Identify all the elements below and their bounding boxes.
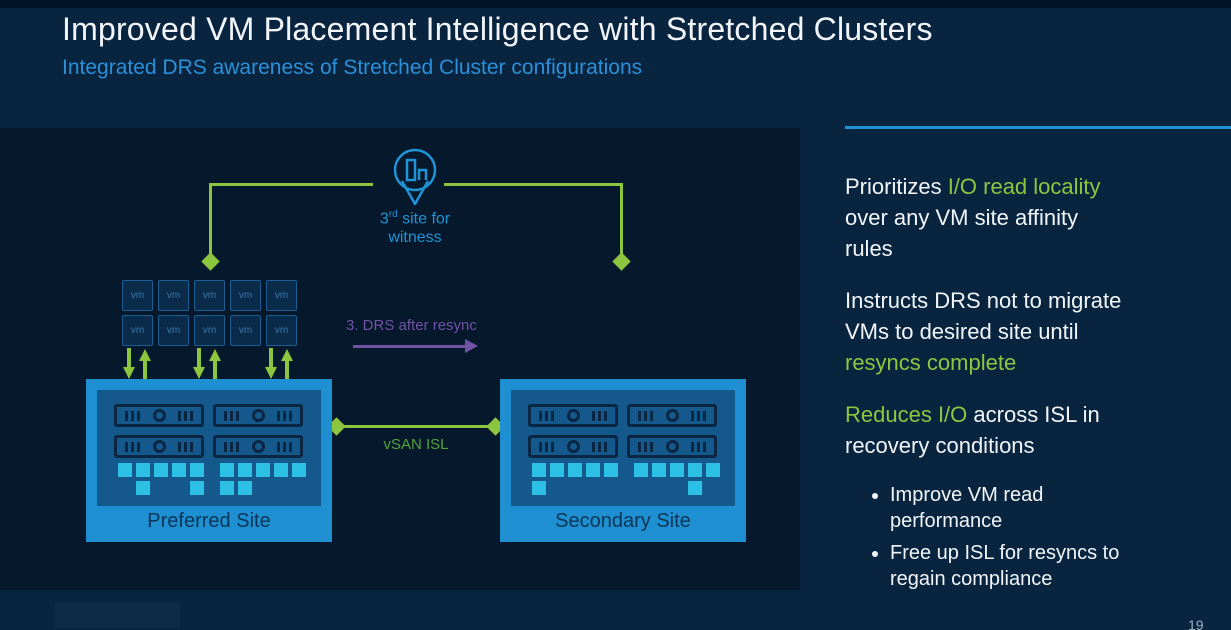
server-rack-icon xyxy=(213,435,303,458)
vm-box: vm xyxy=(122,315,153,346)
witness-connector-left-horizontal xyxy=(209,183,373,186)
disk-icon xyxy=(136,481,150,495)
witness-connector-left-diamond xyxy=(201,252,220,271)
disk-icon xyxy=(154,463,168,477)
witness-label: 3rd site for witness xyxy=(379,209,451,247)
notes-bullet: Improve VM read performance xyxy=(890,482,1175,534)
rack-group xyxy=(528,404,717,458)
disk-icon xyxy=(190,463,204,477)
sync-arrows-icon xyxy=(123,348,151,380)
server-rack-icon xyxy=(213,404,303,427)
disk-icon xyxy=(220,481,234,495)
site-label-secondary: Secondary Site xyxy=(555,510,691,532)
section-rule xyxy=(845,126,1231,129)
disk-icon xyxy=(238,463,252,477)
footer-watermark xyxy=(55,602,180,628)
vm-box-label: vm xyxy=(130,325,145,336)
vm-box: vm xyxy=(194,315,225,346)
disk-icon xyxy=(652,463,666,477)
witness-connector-right-diamond xyxy=(612,252,631,271)
disk-group xyxy=(634,463,720,497)
sync-arrows-icon xyxy=(265,348,293,380)
vm-box: vm xyxy=(230,280,261,311)
disk-icon xyxy=(604,463,618,477)
rack-group xyxy=(114,404,303,458)
witness-connector-left-vertical xyxy=(209,183,212,257)
disk-icon xyxy=(568,463,582,477)
disk-group xyxy=(220,463,306,497)
disk-icon xyxy=(586,463,600,477)
vm-box: vm xyxy=(194,280,225,311)
vm-box: vm xyxy=(122,280,153,311)
disk-group xyxy=(532,463,618,497)
disk-icon xyxy=(118,463,132,477)
server-rack-icon xyxy=(528,435,618,458)
vm-box-label: vm xyxy=(202,290,217,301)
vm-box: vm xyxy=(266,280,297,311)
notes-bullet: Free up ISL for resyncs to regain compli… xyxy=(890,540,1175,592)
server-rack-icon xyxy=(114,435,204,458)
vm-box-label: vm xyxy=(202,325,217,336)
drs-resync-arrowhead xyxy=(465,339,478,353)
server-rack-icon xyxy=(114,404,204,427)
server-rack-icon xyxy=(528,404,618,427)
vm-box: vm xyxy=(266,315,297,346)
site-preferred: Preferred Site xyxy=(86,379,332,542)
disk-icon xyxy=(238,481,252,495)
disk-icon xyxy=(220,463,234,477)
site-secondary-servers-panel xyxy=(511,390,735,506)
disk-icon xyxy=(172,463,186,477)
disk-icon xyxy=(706,463,720,477)
site-secondary: Secondary Site xyxy=(500,379,746,542)
page-number: 19 xyxy=(1188,617,1204,630)
disk-icon xyxy=(550,463,564,477)
site-label-preferred: Preferred Site xyxy=(147,510,271,532)
vm-box: vm xyxy=(230,315,261,346)
disk-icon xyxy=(670,463,684,477)
isl-label: vSAN ISL xyxy=(383,436,449,453)
disk-icon xyxy=(136,463,150,477)
witness-pin-icon xyxy=(393,148,437,206)
server-rack-icon xyxy=(627,435,717,458)
disk-icon xyxy=(256,463,270,477)
site-preferred-servers-panel xyxy=(97,390,321,506)
witness-connector-right-vertical xyxy=(620,183,623,257)
vm-grid: vm vm vm vm vm vm vm vm vm vm xyxy=(122,280,297,346)
disk-icon xyxy=(688,481,702,495)
vm-box-label: vm xyxy=(166,325,181,336)
disk-icon xyxy=(190,481,204,495)
disk-icon xyxy=(634,463,648,477)
disk-group xyxy=(118,463,204,497)
top-edge-bar xyxy=(0,0,1231,8)
isl-link-line xyxy=(332,425,500,428)
vm-box-label: vm xyxy=(166,290,181,301)
server-rack-icon xyxy=(627,404,717,427)
disk-icon xyxy=(274,463,288,477)
vm-box-label: vm xyxy=(274,325,289,336)
drs-resync-arrow xyxy=(353,345,465,348)
disk-icon xyxy=(532,481,546,495)
vm-box: vm xyxy=(158,315,189,346)
drs-resync-label: 3. DRS after resync xyxy=(346,317,477,334)
disk-icon xyxy=(292,463,306,477)
witness-connector-right-horizontal xyxy=(444,183,623,186)
disk-icon xyxy=(688,463,702,477)
page-subtitle: Integrated DRS awareness of Stretched Cl… xyxy=(62,56,643,79)
sync-arrows-icon xyxy=(193,348,221,380)
disk-icon xyxy=(532,463,546,477)
vm-box-label: vm xyxy=(238,325,253,336)
notes-bullets: Improve VM read performanceFree up ISL f… xyxy=(845,482,1175,592)
page-title: Improved VM Placement Intelligence with … xyxy=(62,11,933,47)
vm-box: vm xyxy=(158,280,189,311)
vm-box-label: vm xyxy=(274,290,289,301)
vm-box-label: vm xyxy=(130,290,145,301)
vm-box-label: vm xyxy=(238,290,253,301)
